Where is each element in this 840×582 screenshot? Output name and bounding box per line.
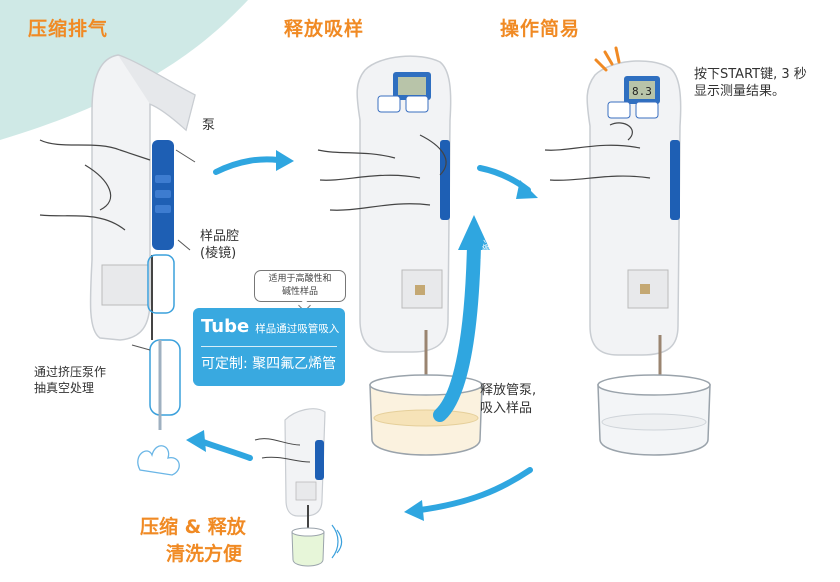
label-release-2: 吸入样品 <box>480 401 533 416</box>
beaker-center <box>369 374 483 456</box>
tube-divider <box>201 346 337 347</box>
label-chamber-2: (棱镜) <box>200 246 237 261</box>
tube-custom-text: 可定制: 聚四氟乙烯管 <box>201 356 337 372</box>
label-pump: 泵 <box>202 118 216 133</box>
chamber-outline <box>147 254 175 314</box>
heading-release: 释放吸样 <box>284 18 365 40</box>
arrow-to-release <box>213 156 281 175</box>
tube-info-box: Tube 样品通过吸管吸入 可定制: 聚四氟乙烯管 <box>193 308 345 386</box>
air-puff <box>137 445 180 476</box>
callout-line-2: 碱性样品 <box>281 287 318 297</box>
label-start-1: 按下START键, 3 秒 <box>694 67 807 82</box>
display-screen <box>398 77 426 95</box>
beaker-right <box>597 374 711 456</box>
heading-compress: 压缩排气 <box>28 18 109 40</box>
device-wash <box>284 408 343 567</box>
arrow-suction <box>433 238 481 422</box>
display-reading: 8.3 <box>632 85 652 98</box>
heading-bottom-line-1: 压缩 & 释放 <box>140 516 246 538</box>
label-vacuum-2: 抽真空处理 <box>34 381 95 395</box>
tube-title: Tube <box>201 316 250 337</box>
arrow-to-wash <box>417 467 533 513</box>
label-release-1: 释放管泵, <box>480 383 537 398</box>
tube-header-row: Tube 样品通过吸管吸入 <box>201 316 339 337</box>
label-vacuum-1: 通过挤压泵作 <box>34 365 107 379</box>
label-chamber-1: 样品腔 <box>200 229 240 244</box>
acid-base-callout: 适用于高酸性和 碱性样品 <box>254 270 346 302</box>
label-start-2: 显示测量结果。 <box>694 84 786 99</box>
device-compress <box>89 54 196 476</box>
device-measure: 8.3 <box>586 60 682 440</box>
arrow-to-compress <box>195 437 253 461</box>
tube-outline <box>149 339 181 416</box>
callout-line-1: 适用于高酸性和 <box>268 274 332 284</box>
start-flash <box>594 46 621 72</box>
heading-simple: 操作简易 <box>500 18 581 40</box>
tube-description: 样品通过吸管吸入 <box>255 323 340 335</box>
heading-bottom-line-2: 清洗方便 <box>166 543 243 565</box>
